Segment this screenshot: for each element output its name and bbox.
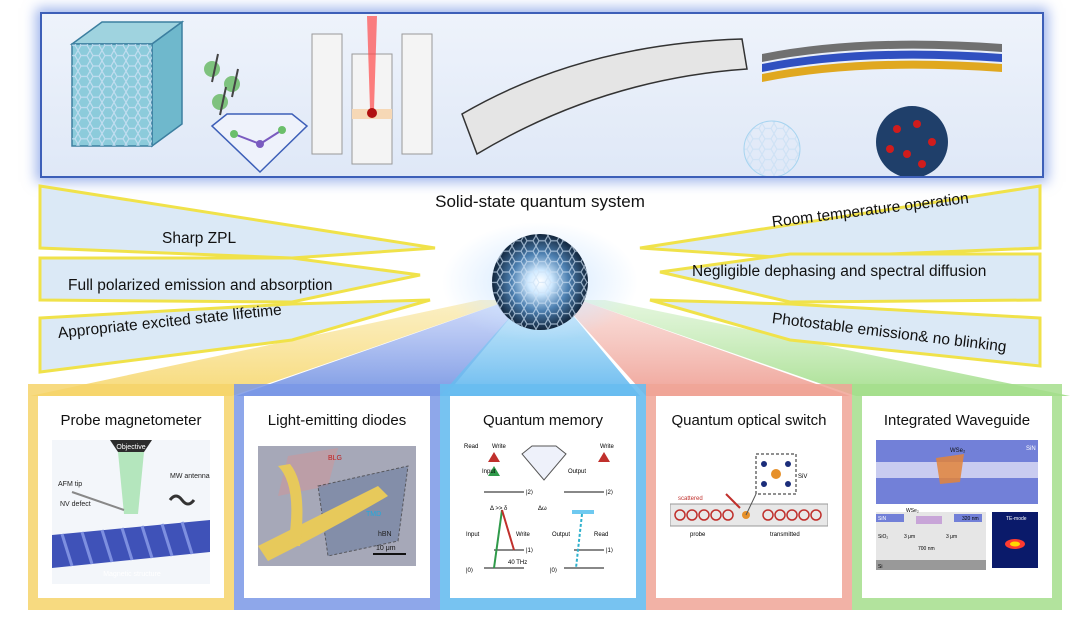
property-polarized-emission: Full polarized emission and absorption (68, 277, 333, 294)
label-blg: BLG (328, 455, 342, 462)
magnetometer-illustration: Objective AFM tip MW antenna NV defect M… (52, 440, 210, 584)
label-write-right: Write (600, 444, 615, 450)
label-delta-omega: Δω (538, 506, 547, 512)
label-hbn: hBN (378, 531, 392, 538)
flag-right-3 (649, 298, 1042, 368)
spin-icons (204, 53, 240, 116)
layered-2d-icon (762, 40, 1002, 82)
label-wse2-bottom: WSe₂ (906, 508, 919, 514)
label-sin-top: SiN (1026, 446, 1036, 452)
panel-light-emitting-diodes: Light-emitting diodes BLG TMD hBN 10 μm (244, 396, 430, 598)
label-mw-antenna: MW antenna (170, 473, 210, 480)
label-si: Si (878, 564, 882, 570)
label-frequency: 40 THz (508, 560, 527, 566)
property-sharp-zpl: Sharp ZPL (162, 230, 237, 247)
label-level-2-right: |2⟩ (606, 489, 613, 496)
label-write-bottom: Write (516, 532, 531, 538)
central-title: Solid-state quantum system (435, 192, 645, 211)
panel-quantum-optical-switch: Quantum optical switch SiV scattered pro… (656, 396, 842, 598)
central-sphere (442, 222, 638, 342)
panel-title: Light-emitting diodes (267, 412, 407, 429)
label-scattered: scattered (678, 496, 703, 502)
flag-left-3 (38, 298, 431, 374)
label-write-left: Write (492, 444, 507, 450)
label-nv-defect: NV defect (60, 501, 91, 508)
label-output-bottom: Output (552, 532, 570, 538)
label-magnetic-structure: Magnetic structure (103, 571, 161, 578)
micropillar-icon (311, 16, 433, 165)
label-probe: probe (690, 532, 706, 538)
label-gap-left: 3 μm (904, 534, 915, 540)
label-level-0-right: |0⟩ (550, 567, 557, 574)
hbn-lattice-icon (876, 106, 948, 178)
label-thickness: 320 nm (962, 516, 979, 522)
label-level-1-right: |1⟩ (606, 547, 613, 554)
quantum-memory-diagram: Read Write Input Output Write |2⟩ |1⟩ |0… (464, 444, 615, 574)
panel-integrated-waveguide: Integrated Waveguide SiN WSe₂ SiN WSe₂ 3… (862, 396, 1052, 598)
optical-switch-diagram: SiV scattered probe transmitted (670, 453, 828, 538)
label-read-bottom: Read (594, 532, 608, 538)
property-negligible-dephasing: Negligible dephasing and spectral diffus… (692, 263, 987, 280)
panel-title: Probe magnetometer (60, 412, 202, 429)
led-micrograph: BLG TMD hBN 10 μm (258, 446, 416, 566)
label-scale-bar: 10 μm (376, 545, 396, 552)
diamond-nv-icon (210, 113, 309, 174)
label-output-top: Output (568, 469, 586, 475)
cubic-lattice-icon (69, 20, 185, 148)
label-afm-tip: AFM tip (58, 481, 82, 488)
flag-right-2 (659, 252, 1042, 304)
flag-left-1 (38, 184, 436, 260)
label-detuning: Δ >> δ (490, 506, 508, 512)
waveguide-diagram: SiN WSe₂ SiN WSe₂ 320 nm SiO₂ 3 μm 3 μm … (876, 440, 1038, 570)
nanotube-icon (461, 38, 748, 156)
panel-probe-magnetometer: Probe magnetometer Objective AFM tip MW … (38, 396, 224, 598)
label-input-top: Input (482, 469, 496, 475)
label-wse2-top: WSe₂ (950, 448, 966, 454)
panel-quantum-memory: Quantum memory Read Write Input Output W… (450, 396, 636, 598)
label-level-2-left: |2⟩ (526, 489, 533, 496)
flag-left-2 (38, 256, 421, 304)
label-gap-right: 3 μm (946, 534, 957, 540)
materials-panel (40, 12, 1044, 178)
label-sin-bottom: SiN (878, 516, 886, 522)
label-siv: SiV (798, 474, 807, 480)
label-te-mode: TE-mode (1006, 516, 1027, 522)
label-level-0-left: |0⟩ (466, 567, 473, 574)
panel-title: Quantum memory (482, 412, 604, 429)
label-objective: Objective (116, 444, 145, 451)
label-read-left: Read (464, 444, 478, 450)
materials-illustration (69, 16, 1002, 178)
panel-title: Quantum optical switch (671, 412, 827, 429)
label-level-1-left: |1⟩ (526, 547, 533, 554)
label-sio2: SiO₂ (878, 534, 888, 540)
label-tmd: TMD (366, 511, 381, 518)
label-input-bottom: Input (466, 532, 480, 538)
label-width: 700 nm (918, 546, 935, 552)
panel-title: Integrated Waveguide (883, 412, 1031, 429)
label-transmitted: transmitted (770, 532, 800, 538)
